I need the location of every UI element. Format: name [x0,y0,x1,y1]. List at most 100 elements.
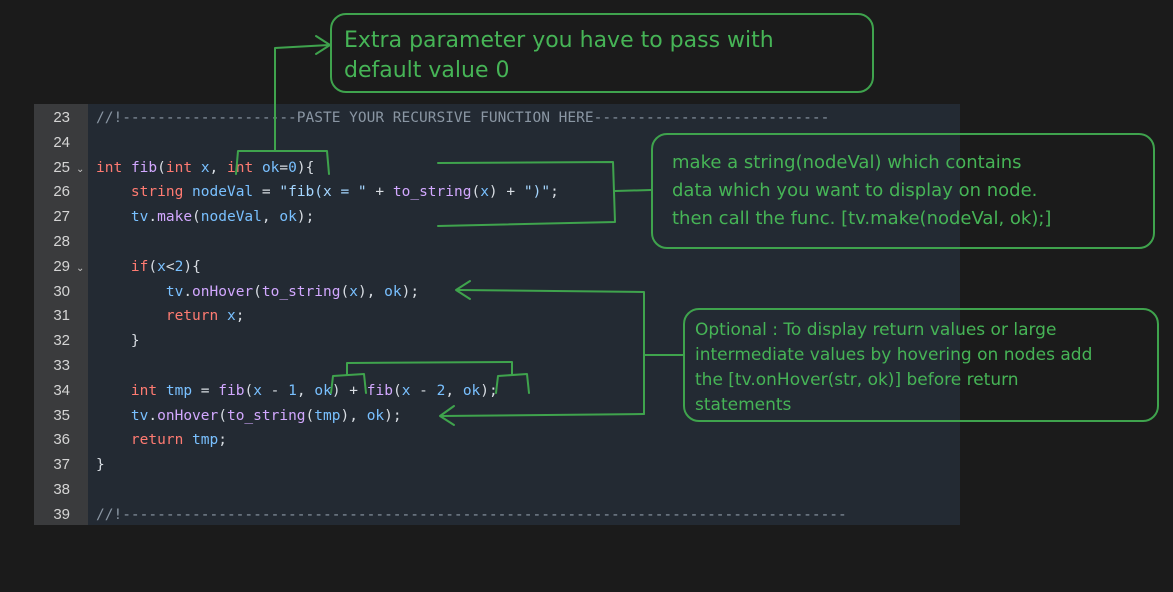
line-number: 31 [34,304,88,329]
chevron-down-icon[interactable]: ⌄ [76,262,85,274]
code-line-text: } [96,453,105,478]
code-token: if [130,258,149,275]
code-token: ")" [523,184,551,201]
code-token: , [349,407,367,424]
code-token: fib [130,159,158,176]
code-token: make [157,209,193,226]
code-line[interactable]: return x; [34,304,960,329]
arrow-extra-parameter [274,44,330,151]
line-number-text: 30 [53,282,70,300]
code-line-text: return tmp; [96,428,227,453]
bracket-ok-args-left [330,373,367,394]
code-token: } [96,457,105,474]
code-line[interactable]: int tmp = fib(x - 1, ok) + fib(x - 2, ok… [34,379,960,404]
code-token: 0 [288,159,297,176]
line-number: 35 [34,404,88,429]
line-number-text: 24 [53,133,70,151]
line-number: 26 [34,180,88,205]
line-number-text: 34 [53,381,70,399]
code-line-text: if(x<2){ [96,255,201,280]
code-token: ) [296,159,306,176]
code-token: , [209,159,228,176]
line-number-text: 35 [53,406,70,424]
code-line[interactable]: } [34,453,960,478]
line-number-text: 37 [53,456,70,474]
code-token: tv [165,283,184,300]
code-token: ; [235,308,245,325]
annotation-optional-line-3: the [tv.onHover(str, ok)] before return [695,370,1019,390]
line-number: 37 [34,453,88,478]
code-line-text: tv.onHover(to_string(tmp), ok); [96,404,402,429]
code-token: onHover [192,283,254,300]
code-token: { [192,258,201,275]
line-number-text: 32 [53,332,70,350]
chevron-down-icon[interactable]: ⌄ [76,163,85,175]
arrowhead-extra-parameter [315,35,331,55]
annotation-make-string: make a string(nodeVal) which contains da… [651,133,1155,249]
code-token: { [305,159,315,176]
code-line[interactable]: if(x<2){ [34,255,960,280]
code-token: . [148,407,158,424]
code-line[interactable]: //!--------------------PASTE YOUR RECURS… [34,106,960,131]
code-token: < [165,258,175,275]
code-token: = [279,159,289,176]
line-number: 39 [34,503,88,528]
annotation-optional-onhover: Optional : To display return values or l… [683,308,1159,422]
code-line[interactable]: tv.make(nodeVal, ok); [34,205,960,230]
code-token: . [148,209,158,226]
code-token: int [165,159,193,176]
code-line[interactable]: string nodeVal = "fib(x = " + to_string(… [34,180,960,205]
code-token: ( [253,283,262,300]
code-token: ) [401,283,411,300]
code-token: ( [218,407,227,424]
annotation-make-string-line-1: make a string(nodeVal) which contains [672,152,1022,173]
line-number-text: 33 [53,357,70,374]
bracket-param [235,150,330,175]
line-number-text: 31 [53,307,70,325]
code-token: + [497,184,524,201]
code-line-text: } [96,329,140,354]
annotation-make-string-line-2: data which you want to display on node. [672,180,1038,201]
code-token: nodeVal [200,209,262,226]
code-token: return [130,432,184,449]
code-line[interactable]: int fib(int x, int ok=0){ [34,156,960,181]
line-number: 30 [34,280,88,305]
code-token: , [261,209,280,226]
code-token: //!-------------------------------------… [96,506,847,523]
line-number: 32 [34,329,88,354]
code-line[interactable]: return tmp; [34,428,960,453]
code-token: ; [218,432,227,449]
code-token: tv [130,407,149,424]
code-token: ) [331,382,341,399]
code-line[interactable]: //!-------------------------------------… [34,503,960,528]
line-number-text: 26 [53,183,70,201]
code-line[interactable]: tv.onHover(to_string(tmp), ok); [34,404,960,429]
code-token: ok [366,407,385,424]
code-token: ) [488,184,498,201]
line-number: 23 [34,106,88,131]
code-token: int [96,159,123,176]
code-token: x [401,382,411,399]
code-token: x [349,283,358,300]
code-token: + [340,382,367,399]
code-token: ok [384,283,402,300]
line-number-text: 25 [53,158,70,176]
connector-make-note [614,189,652,192]
code-line[interactable]: tv.onHover(to_string(x), ok); [34,280,960,305]
annotation-optional-line-2: intermediate values by hovering on nodes… [695,345,1093,365]
code-token: . [183,283,193,300]
code-token: - [410,382,437,399]
code-line[interactable]: } [34,329,960,354]
line-number: 34 [34,379,88,404]
code-token: ) [384,407,393,424]
line-number-text: 23 [53,109,70,126]
code-token: fib [366,382,393,399]
code-token: tmp [314,407,341,424]
code-line-text: //!--------------------PASTE YOUR RECURS… [96,106,829,131]
code-token: x [480,184,489,201]
code-token: ( [244,382,254,399]
line-number-text: 38 [53,481,70,498]
code-token: 2 [174,258,184,275]
code-token: int [130,382,158,399]
